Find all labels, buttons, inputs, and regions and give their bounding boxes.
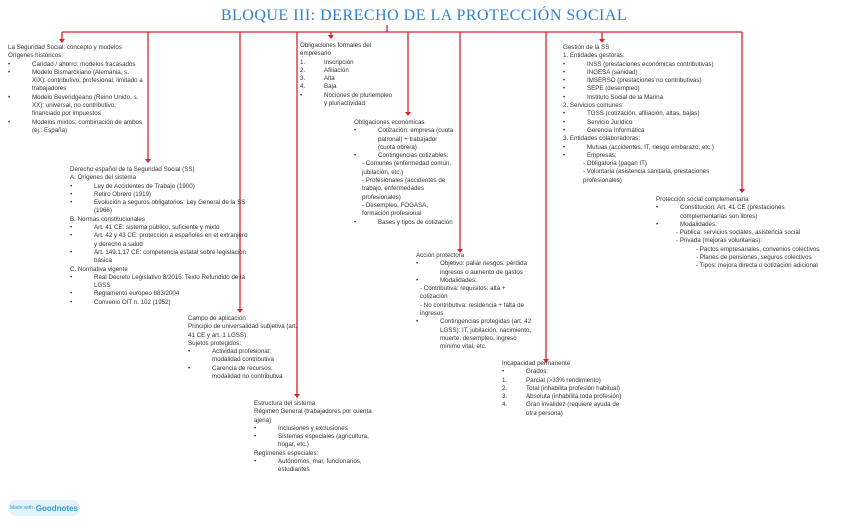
- list-item: •Gerencia Informática: [563, 126, 645, 134]
- list-item: •Modalidades:: [656, 220, 717, 228]
- list-item: •Actividad profesional: modalidad contri…: [188, 348, 274, 364]
- list-item: •Carencia de recursos: modalidad no cont…: [188, 364, 283, 381]
- diagram-title: BLOQUE III: DERECHO DE LA PROTECCIÓN SOC…: [220, 7, 628, 24]
- node-obligaciones-economicas: Obligaciones económicas •Cotización: emp…: [354, 119, 454, 227]
- node-derecho-espanol: Derecho español de la Seguridad Social (…: [70, 166, 250, 307]
- list-item: 2.Afiliación: [300, 66, 349, 74]
- list-item: •Cotización: empresa (cuota patronal) + …: [354, 127, 454, 151]
- list-item: 2.Total (inhabilita profesión habitual): [502, 384, 620, 392]
- list-item: 3.Absoluta (inhabilita toda profesión): [502, 393, 622, 401]
- node-heading: Incapacidad permanente: [502, 360, 571, 367]
- sub-item: - Pública: servicios sociales, asistenci…: [676, 229, 801, 237]
- badge-brand: Goodnotes: [35, 503, 78, 513]
- sub-item: - Privada (mejoras voluntarias):: [676, 237, 762, 245]
- list-item: •Evolución a seguros obligatorios: Ley G…: [70, 199, 246, 215]
- list-item: •INGESA (sanidad): [563, 68, 638, 76]
- section-label: B. Normas constitucionales: [70, 215, 145, 223]
- node-concepto: La Seguridad Social: concepto y modelos …: [8, 44, 143, 135]
- list-item: •SEPE (desempleo): [563, 85, 640, 93]
- list-item: •Modalidades:: [416, 276, 477, 284]
- node-heading: Acción protectora: [416, 252, 465, 259]
- list-item: 1.Inscripción: [300, 58, 354, 66]
- list-item: •Real Decreto Legislativo 8/2015: Texto …: [70, 273, 245, 290]
- list-item: •Modelo Beveridgeano (Reino Unido, s. XX…: [8, 93, 139, 118]
- list-item: •Empresas:: [563, 151, 617, 159]
- list-item: 4.Baja: [300, 83, 337, 91]
- list-item: 3.Alta: [300, 75, 335, 83]
- section-label: 3. Entidades colaboradoras:: [563, 135, 641, 143]
- list-item: •Servicio Jurídico: [563, 118, 633, 126]
- sub-item: - Planes de pensiones, seguros colectivo…: [696, 254, 812, 262]
- list-item: •Convenio OIT n. 102 (1952): [70, 298, 171, 306]
- sub-item: - Desempleo, FOGASA, formación profesion…: [362, 201, 429, 218]
- section-label: A. Orígenes del sistema: [70, 174, 137, 182]
- node-heading: Derecho español de la Seguridad Social (…: [70, 166, 195, 173]
- sub-item: - Profesionales (accidentes de trabajo, …: [362, 177, 446, 201]
- node-heading: Gestión de la SS: [563, 44, 610, 51]
- node-heading: La Seguridad Social: concepto y modelos: [8, 44, 122, 51]
- list-item: •Constitución: Art. 41 CE (prestaciones …: [656, 204, 785, 220]
- sub-item: - Obligatoria (pagan IT): [583, 160, 647, 168]
- node-gestion: Gestión de la SS 1. Entidades gestoras: …: [563, 44, 743, 185]
- node-accion-protectora: Acción protectora •Objetivo: paliar ries…: [416, 252, 534, 352]
- list-item: •Modelo Bismarckiano (Alemania, s. XIX):…: [8, 68, 143, 93]
- list-item: •TGSS (cotización, afiliación, altas, ba…: [563, 110, 700, 118]
- node-heading: Obligaciones económicas: [354, 119, 425, 126]
- list-item: •Objetivo: paliar riesgos: pérdida ingre…: [416, 260, 528, 276]
- sub-item: - Contributiva: requisitos: alta + cotiz…: [420, 285, 506, 301]
- list-item: •Ley de Accidentes de Trabajo (1900): [70, 182, 195, 190]
- node-incapacidad-permanente: Incapacidad permanente •Grados: 1.Parcia…: [502, 360, 627, 418]
- node-obligaciones-formales: Obligaciones formales del empresario 1.I…: [300, 42, 395, 108]
- list-item: •Retiro Obrero (1919): [70, 190, 152, 198]
- list-item: •Reglamento europeo 883/2004: [70, 290, 180, 298]
- list-item: •INSS (prestaciones económicas contribut…: [563, 60, 714, 68]
- list-item: 1.Parcial (>33% rendimiento): [502, 376, 601, 384]
- list-item: •Contingencias cotizables:: [354, 152, 449, 160]
- node-heading: Estructura del sistema: [254, 400, 316, 407]
- node-heading: Obligaciones formales del empresario: [300, 42, 372, 58]
- sub-item: - Tipos: mejora directa o cotización adi…: [696, 262, 818, 270]
- list-item: •Caridad / ahorro: modelos fracasados: [8, 60, 136, 68]
- list-item: •Autónomos, mar, funcionarios, estudiant…: [254, 458, 362, 474]
- sub-item: - Pactos empresariales, convenios colect…: [696, 245, 820, 253]
- list-item: •Sistemas especiales (agricultura, hogar…: [254, 433, 369, 449]
- node-line: Régimen General (trabajadores por cuenta…: [254, 408, 372, 424]
- list-item: •Art. 149.1.17 CE: competencia estatal s…: [70, 248, 247, 265]
- list-item: •IMSERSO (prestaciones no contributivas): [563, 77, 702, 85]
- list-item: •Mutuas (accidentes, IT, riesgo embarazo…: [563, 143, 714, 151]
- node-line: Regímenes especiales:: [254, 449, 319, 457]
- node-subheading: Orígenes históricos:: [8, 52, 64, 60]
- list-item: 4.Gran invalidez (requiere ayuda de otra…: [502, 401, 620, 417]
- badge-prefix: Made with: [9, 505, 33, 511]
- sub-item: - Voluntaria (asistencia sanitaria, pres…: [583, 168, 710, 184]
- list-item: •Art. 42 y 43 CE: protección a españoles…: [70, 232, 248, 248]
- list-item: •Grados:: [502, 368, 549, 376]
- node-heading: Protección social complementaria: [656, 196, 749, 203]
- list-item: •Instituto Social de la Marina: [563, 93, 664, 101]
- node-estructura: Estructura del sistema Régimen General (…: [254, 400, 379, 475]
- sub-item: - No contributiva: residencia + falta de…: [420, 301, 525, 318]
- node-line: Principio de universalidad subjetiva (ar…: [188, 323, 298, 339]
- goodnotes-badge[interactable]: Made with Goodnotes: [8, 500, 80, 516]
- section-label: 1. Entidades gestoras:: [563, 52, 625, 60]
- list-item: •Bases y tipos de cotización: [354, 218, 453, 226]
- node-line: Sujetos protegidos:: [188, 339, 241, 347]
- node-heading: Campo de aplicación: [188, 315, 246, 322]
- node-campo-aplicacion: Campo de aplicación Principio de univers…: [188, 315, 300, 381]
- node-proteccion-complementaria: Protección social complementaria •Consti…: [656, 196, 831, 271]
- sub-item: - Comunes (enfermedad común, jubilación,…: [362, 160, 452, 176]
- list-item: •Inclusiones y exclusiones: [254, 424, 348, 432]
- section-label: 2. Servicios comunes:: [563, 102, 624, 110]
- list-item: •Art. 41 CE: sistema público, suficiente…: [70, 224, 220, 232]
- list-item: •Modelos mixtos: combinación de ambos (e…: [8, 118, 143, 134]
- list-item: •Contingencias protegidas (art. 42 LGSS)…: [416, 318, 532, 351]
- section-label: C. Normativa vigente: [70, 265, 128, 273]
- list-item: •Nociones de pluriempleo y pluriactivida…: [300, 91, 393, 108]
